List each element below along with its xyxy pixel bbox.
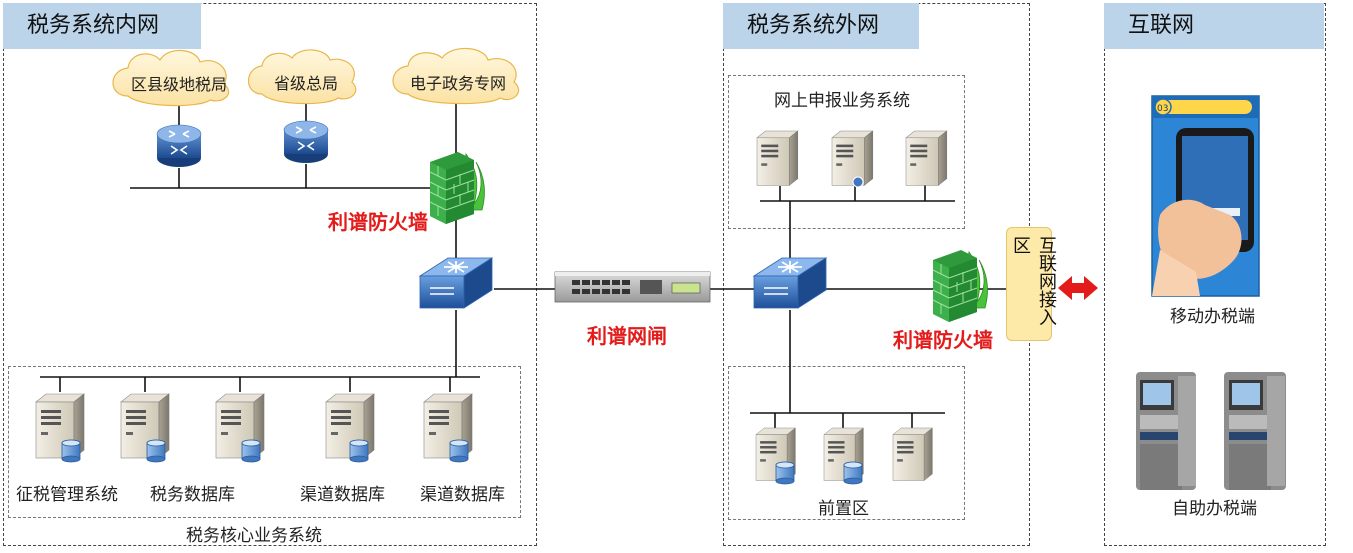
self-service-label: 自助办税端 <box>1172 499 1257 519</box>
gateway-label: 利谱网闸 <box>587 324 667 348</box>
router-icon <box>156 124 202 168</box>
phone-step-text: 03 <box>1157 104 1168 114</box>
front-zone <box>728 366 965 520</box>
intranet-title: 税务系统内网 <box>3 3 201 49</box>
cloud-label: 电子政务专网 <box>410 74 507 93</box>
front-servers <box>755 427 933 485</box>
cloud-icon <box>392 47 520 105</box>
kiosk-icon <box>1136 372 1196 490</box>
online-servers <box>756 130 948 188</box>
mobile-label: 移动办税端 <box>1170 307 1255 327</box>
internet-title: 互联网 <box>1104 3 1324 49</box>
server-label: 征税管理系统 <box>16 485 118 505</box>
access-zone-label: 互联网接入区 <box>1010 236 1057 326</box>
kiosk-icon <box>1224 372 1286 490</box>
router-icon <box>283 120 329 164</box>
core-switch-icon <box>419 257 493 309</box>
core-system-zone <box>8 366 521 518</box>
online-system-zone <box>728 75 965 229</box>
extranet-switch-icon <box>753 257 827 309</box>
firewall-label: 利谱防火墙 <box>893 328 993 352</box>
server-label: 渠道数据库 <box>300 485 385 505</box>
cloud-label: 省级总局 <box>274 74 339 93</box>
extranet-links <box>750 178 1008 428</box>
firewall-icon <box>932 249 988 323</box>
internet-access-zone: 互联网接入区 <box>1006 227 1057 341</box>
intranet-zone <box>3 3 537 546</box>
mobile-phone-icon: 03 <box>1151 95 1260 297</box>
cloud-icon <box>112 49 230 107</box>
core-system-label: 税务核心业务系统 <box>186 526 322 546</box>
front-zone-label: 前置区 <box>818 499 869 519</box>
firewall-label: 利谱防火墙 <box>328 210 428 234</box>
cloud-label: 区县级地税局 <box>131 75 228 94</box>
online-system-label: 网上申报业务系统 <box>774 91 910 111</box>
firewall-icon <box>429 151 485 225</box>
core-servers <box>35 393 473 463</box>
cloud-icon <box>247 49 357 105</box>
extranet-title: 税务系统外网 <box>723 3 919 49</box>
server-label: 渠道数据库 <box>420 485 505 505</box>
bidirectional-arrow-icon <box>1058 276 1098 300</box>
server-label: 税务数据库 <box>150 485 235 505</box>
gateway-device-icon <box>554 271 711 303</box>
